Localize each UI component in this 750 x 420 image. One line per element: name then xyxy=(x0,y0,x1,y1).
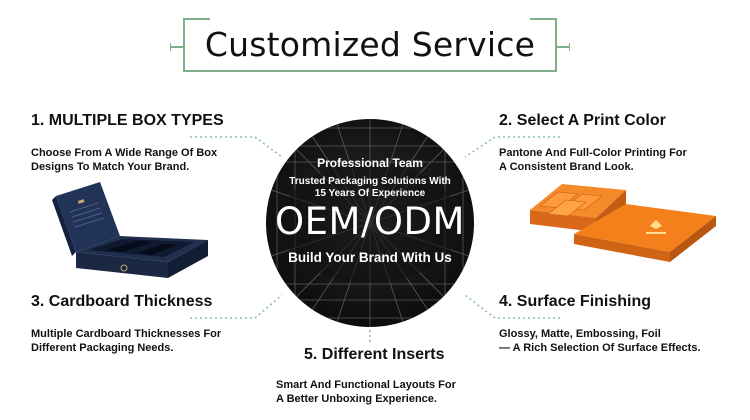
feature-4-description: Glossy, Matte, Embossing, Foil — A Rich … xyxy=(499,328,701,354)
oem-odm-circle: Professional Team Trusted Packaging Solu… xyxy=(265,118,475,328)
feature-5-description: Smart And Functional Layouts For A Bette… xyxy=(276,379,456,405)
connector-1 xyxy=(190,136,283,158)
connector-3 xyxy=(190,294,283,319)
orange-gift-box-image xyxy=(530,184,716,262)
perspective-grid-graphic xyxy=(266,119,474,327)
title-bracket-frame xyxy=(170,17,570,72)
center-tagline: Build Your Brand With Us xyxy=(288,250,452,265)
feature-3-description: Multiple Cardboard Thicknesses For Diffe… xyxy=(31,328,222,354)
feature-2-heading: 2. Select A Print Color xyxy=(499,112,666,129)
connector-4 xyxy=(464,294,560,319)
feature-1-heading: 1. MULTIPLE BOX TYPES xyxy=(31,112,224,129)
title-frame: Customized Service xyxy=(170,17,570,75)
feature-5-heading: 5. Different Inserts xyxy=(304,346,445,363)
feature-4-heading: 4. Surface Finishing xyxy=(499,293,652,310)
center-team-label: Professional Team xyxy=(317,156,423,170)
feature-1-description: Choose From A Wide Range Of Box Designs … xyxy=(31,147,218,173)
page-title: Customized Service xyxy=(204,25,536,64)
center-trusted-text: Trusted Packaging Solutions With 15 Year… xyxy=(289,176,451,199)
navy-gift-box-image xyxy=(52,182,208,278)
center-headline: OEM/ODM xyxy=(275,200,465,243)
feature-3-heading: 3. Cardboard Thickness xyxy=(31,293,213,310)
connector-2 xyxy=(464,136,560,158)
feature-2-description: Pantone And Full-Color Printing For A Co… xyxy=(499,147,687,173)
